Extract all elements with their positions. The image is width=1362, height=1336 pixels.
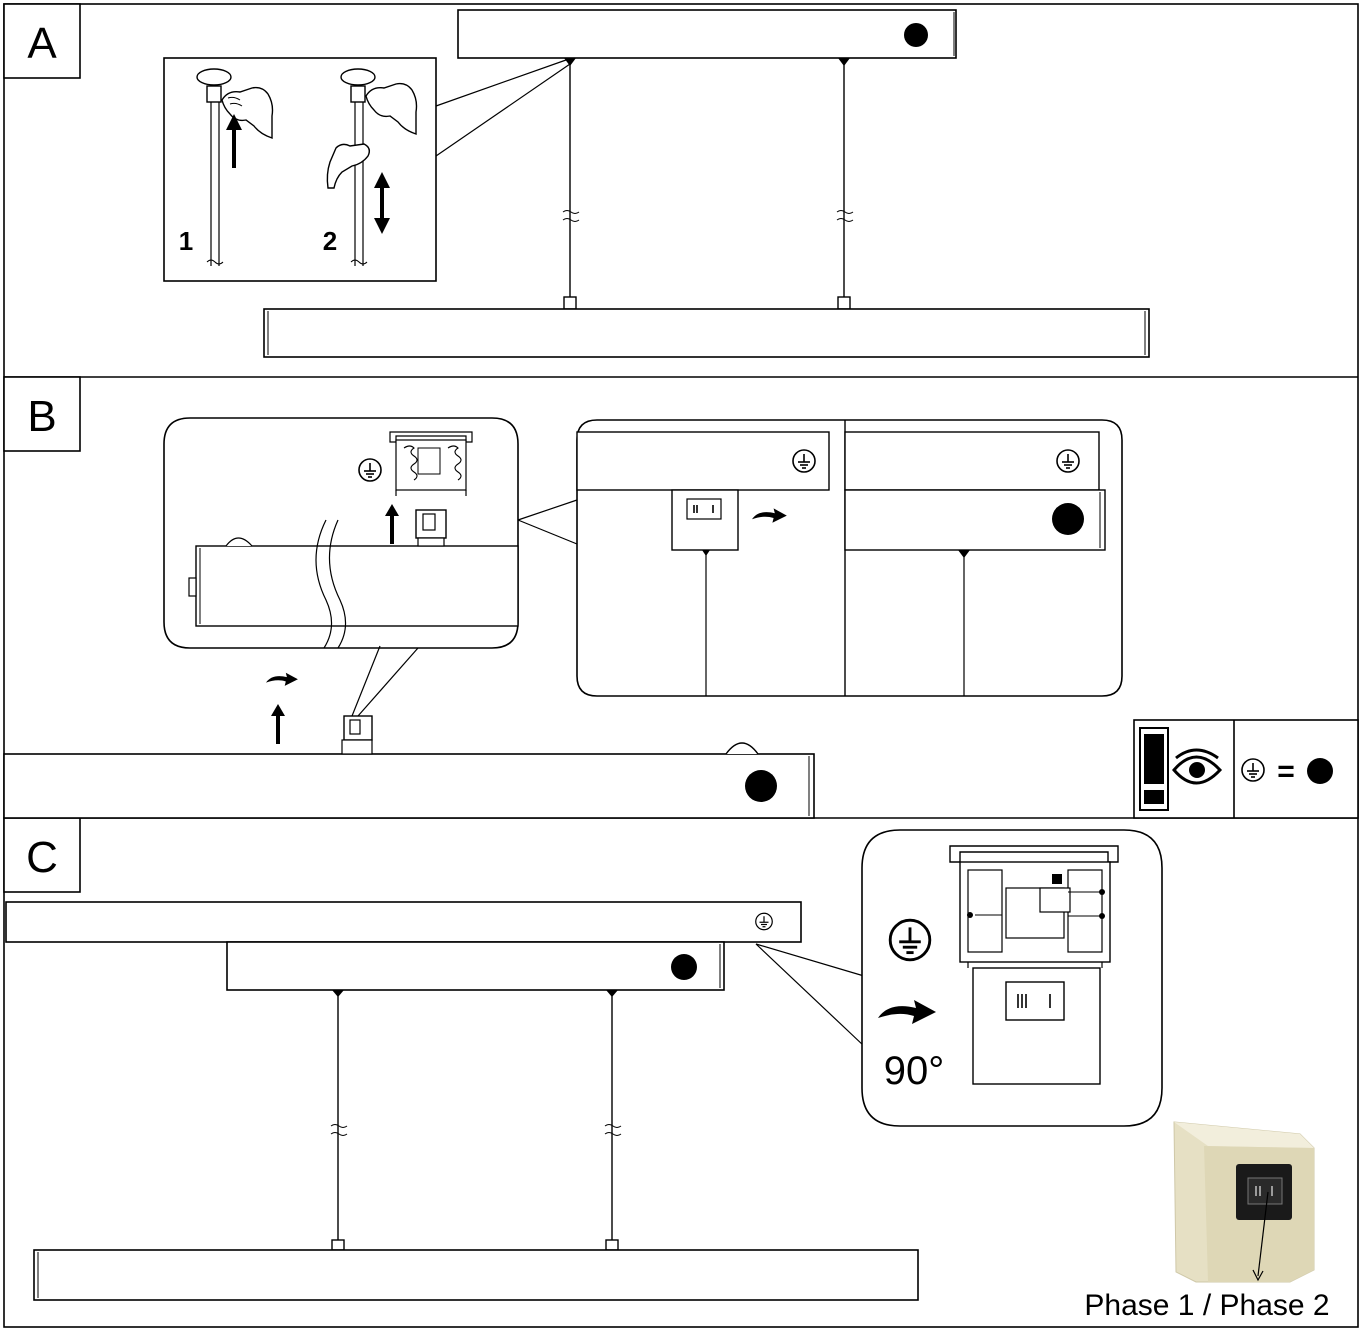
pendant-luminaire	[33, 1249, 919, 1301]
eye-icon	[1172, 748, 1223, 785]
warning-exclamation-icon	[1139, 727, 1169, 811]
up-arrow-icon	[226, 114, 242, 168]
socket-icon	[415, 509, 447, 547]
step-1-illustration: 1	[179, 68, 274, 266]
panel-a: 1 2	[163, 9, 1150, 358]
up-arrow-icon	[385, 504, 399, 544]
svg-text:C: C	[26, 833, 58, 882]
track-profile-icon	[389, 431, 473, 496]
luminaire-body	[3, 753, 815, 819]
svg-text:2: 2	[323, 226, 337, 256]
double-arrow-icon	[374, 172, 390, 234]
panel-c: 90° Phase 1 / Phase 2	[5, 829, 1330, 1322]
adapter-housing	[226, 941, 725, 991]
svg-text:B: B	[27, 392, 56, 441]
rotation-angle-label: 90°	[884, 1049, 945, 1093]
rotation-detail-inset: 90°	[861, 829, 1163, 1127]
svg-text:A: A	[27, 19, 57, 68]
track-profile-icon	[949, 845, 1119, 968]
cable-adjust-inset: 1 2	[163, 57, 437, 282]
filled-dot-marker	[745, 770, 777, 802]
socket-icon	[972, 967, 1101, 1085]
legend-equals: =	[1277, 755, 1295, 788]
step-2-illustration: 2	[323, 68, 418, 266]
svg-text:1: 1	[179, 226, 193, 256]
phase-label: Phase 1 / Phase 2	[1084, 1289, 1329, 1322]
socket-icon	[341, 715, 373, 755]
filled-dot-marker	[904, 23, 928, 47]
adapter-orientation-inset	[576, 419, 1123, 697]
rotate-arrow-icon	[266, 672, 298, 686]
filled-dot-marker	[671, 954, 697, 980]
adapter-photo	[1173, 1121, 1315, 1283]
adapter-insert-inset	[163, 417, 519, 649]
panel-label-a: A	[3, 3, 81, 79]
suspension-cable-left	[330, 990, 348, 1251]
up-arrow-icon	[271, 704, 285, 744]
suspension-cable-right	[604, 990, 622, 1251]
panel-b: =	[3, 417, 1359, 819]
panel-label-c: C	[3, 817, 81, 893]
outer-frame	[3, 3, 1359, 1328]
hand-icon	[221, 86, 274, 139]
legend-box: =	[1133, 719, 1359, 819]
filled-dot-marker	[1052, 503, 1084, 535]
pendant-luminaire	[263, 308, 1150, 358]
suspension-cable-right	[836, 58, 854, 310]
hand-icon	[365, 82, 418, 135]
socket-icon	[671, 489, 739, 551]
suspension-cable-left	[562, 58, 580, 310]
ceiling-track	[5, 901, 802, 943]
hand-icon	[326, 143, 371, 189]
ceiling-track	[457, 9, 957, 59]
filled-dot-marker	[1307, 758, 1333, 784]
panel-label-b: B	[3, 376, 81, 452]
